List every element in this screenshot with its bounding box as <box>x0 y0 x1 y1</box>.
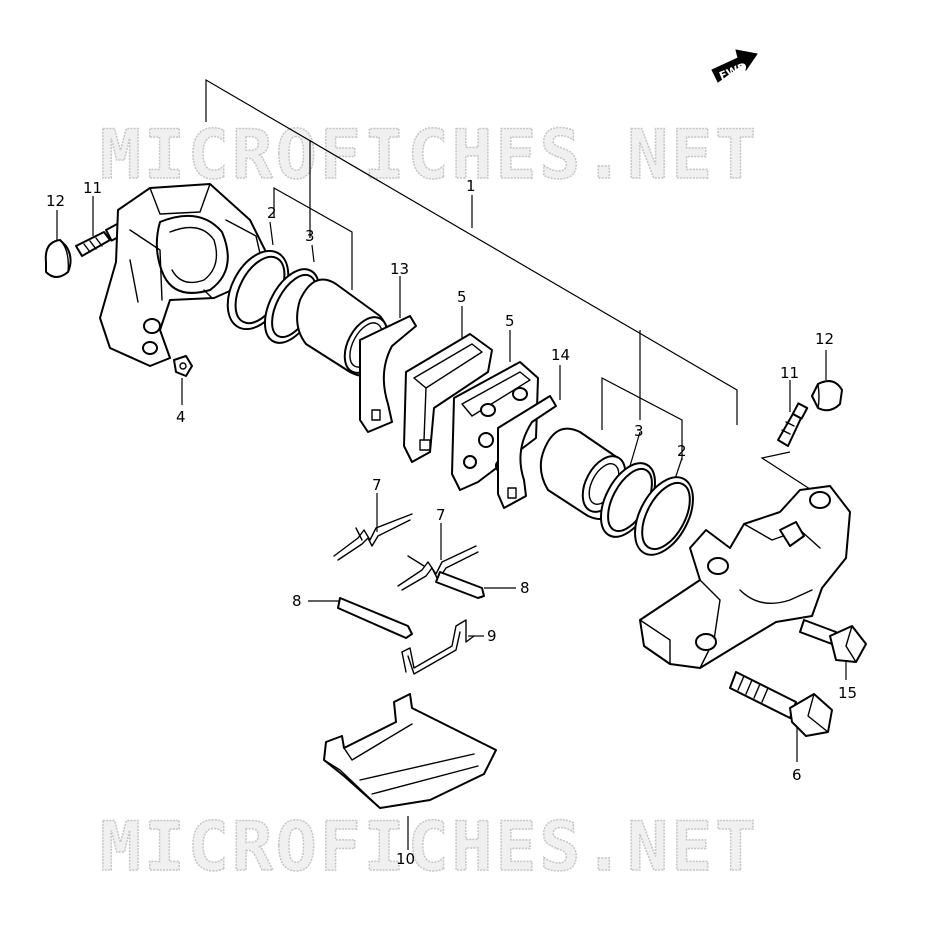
pad-clip <box>401 619 475 675</box>
label-part-8-left: 8 <box>292 592 302 610</box>
pad-cover <box>323 693 497 809</box>
label-part-4: 4 <box>176 408 186 426</box>
caliper-body-left <box>99 183 271 367</box>
label-part-1: 1 <box>466 177 476 195</box>
label-part-10: 10 <box>396 850 415 868</box>
mounting-bolt-small <box>799 619 867 663</box>
fwd-label: FWD <box>717 60 749 83</box>
label-part-5-first: 5 <box>457 288 467 306</box>
label-part-11-right: 11 <box>780 364 799 382</box>
fwd-arrow-icon: FWD <box>711 49 758 83</box>
label-part-2-left: 2 <box>267 204 277 222</box>
pad-pin-lower <box>337 597 413 639</box>
bleeder-screw-right <box>777 402 809 447</box>
label-part-3-left: 3 <box>305 227 315 245</box>
label-part-14: 14 <box>551 346 570 364</box>
label-part-8-right: 8 <box>520 579 530 597</box>
pad-shim-right <box>497 395 557 509</box>
piston-seal-right <box>634 476 694 556</box>
bleeder-cap-right <box>811 380 843 412</box>
label-part-5-second: 5 <box>505 312 515 330</box>
pad-pin-upper <box>435 571 485 599</box>
bleeder-cap-left <box>44 239 72 278</box>
label-part-7-upper: 7 <box>372 476 382 494</box>
label-part-15: 15 <box>838 684 857 702</box>
spring-nut <box>173 355 193 377</box>
label-part-2-right: 2 <box>677 442 687 460</box>
mounting-bolt-large <box>729 671 833 737</box>
label-part-12-left: 12 <box>46 192 65 210</box>
part-number-labels: 1 2 3 13 5 5 14 3 2 4 12 11 12 11 7 7 8 … <box>46 177 857 868</box>
label-part-6: 6 <box>792 766 802 784</box>
watermark-top: MICROFICHES.NET <box>100 116 759 195</box>
watermark-bottom: MICROFICHES.NET <box>100 808 759 887</box>
caliper-body-right <box>639 485 851 669</box>
label-part-9: 9 <box>487 627 497 645</box>
brake-pad-first <box>403 333 493 463</box>
pad-shim-left <box>359 315 417 433</box>
label-part-7-lower: 7 <box>436 506 446 524</box>
pad-spring-upper <box>333 513 413 561</box>
label-part-12-right: 12 <box>815 330 834 348</box>
label-part-13: 13 <box>390 260 409 278</box>
label-part-11-left: 11 <box>83 179 102 197</box>
pad-spring-lower <box>397 545 479 591</box>
label-part-3-right: 3 <box>634 422 644 440</box>
